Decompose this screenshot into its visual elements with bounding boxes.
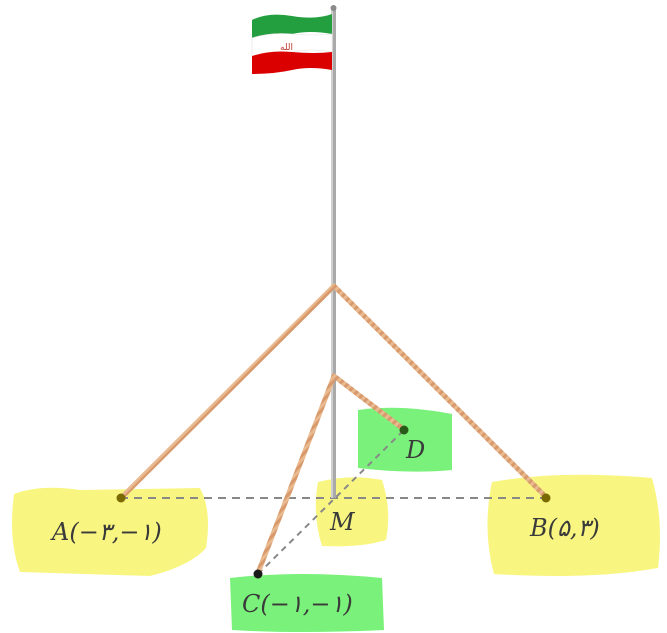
label-B: B(۵,۳) <box>529 514 600 542</box>
highlight-C <box>230 574 384 632</box>
flag-icon: الله <box>251 14 333 74</box>
point-D <box>399 425 409 435</box>
rope-to-B <box>331 283 549 500</box>
flag-pole <box>331 8 336 498</box>
highlight-D <box>358 407 452 472</box>
rope-to-D <box>331 373 405 431</box>
dashed-line-CD <box>257 429 405 575</box>
point-A <box>116 493 126 503</box>
rope-to-A <box>119 283 337 500</box>
point-B <box>541 493 551 503</box>
label-M: M <box>329 508 356 536</box>
label-C: C(−۱,−۱) <box>242 590 353 618</box>
flag-emblem: الله <box>280 43 293 53</box>
label-A: A(−۳,−۱) <box>50 518 162 546</box>
pole-top-cap <box>330 5 337 11</box>
label-D: D <box>405 436 425 464</box>
highlight-A <box>12 487 208 576</box>
rope-to-C <box>255 373 337 576</box>
highlight-B <box>487 474 660 576</box>
point-C <box>253 569 263 579</box>
